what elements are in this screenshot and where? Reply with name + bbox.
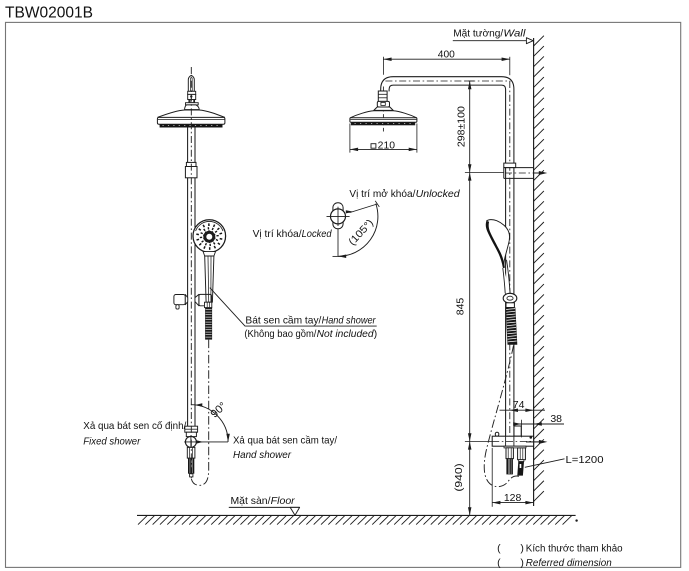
svg-text:74: 74 [513,400,525,411]
svg-text:Xả qua bát sen cố định/: Xả qua bát sen cố định/ [83,420,186,432]
svg-text:): ) [374,329,377,340]
svg-text:Not included: Not included [317,329,374,340]
svg-text:L=1200: L=1200 [566,455,604,466]
svg-text:845: 845 [455,297,466,315]
svg-text:(: ( [497,544,501,555]
svg-text:Kích thước tham khảo: Kích thước tham khảo [526,544,623,555]
svg-text:TBW02001B: TBW02001B [5,5,93,22]
svg-text:Wall: Wall [503,29,526,40]
svg-text:298±100: 298±100 [456,106,467,147]
svg-text:Vị trí khóa/: Vị trí khóa/ [253,229,302,240]
svg-text:Referred dimension: Referred dimension [526,558,612,569]
svg-text:Mặt sàn/: Mặt sàn/ [231,496,271,507]
svg-text:(Không bao gồm/: (Không bao gồm/ [244,328,316,340]
svg-text:Hand shower: Hand shower [233,450,292,461]
svg-text:(: ( [497,558,501,569]
svg-text:Xả qua bát sen cầm tay/: Xả qua bát sen cầm tay/ [233,434,337,446]
svg-text:128: 128 [504,493,522,504]
svg-text:38: 38 [550,414,562,425]
svg-text:210: 210 [378,140,396,151]
svg-text:): ) [520,558,524,569]
svg-text:Fixed shower: Fixed shower [83,436,141,447]
svg-text:): ) [520,544,524,555]
svg-text:Unlocked: Unlocked [416,189,460,200]
svg-text:Bát sen cầm tay/: Bát sen cầm tay/ [245,315,321,327]
svg-text:Locked: Locked [302,229,332,240]
svg-text:Mặt tường/: Mặt tường/ [453,29,503,40]
svg-text:Vị trí mở khóa/: Vị trí mở khóa/ [349,188,415,200]
svg-text:400: 400 [438,50,455,61]
svg-text:Hand shower: Hand shower [322,316,377,327]
svg-text:(940): (940) [454,463,465,491]
svg-text:Floor: Floor [271,496,296,507]
